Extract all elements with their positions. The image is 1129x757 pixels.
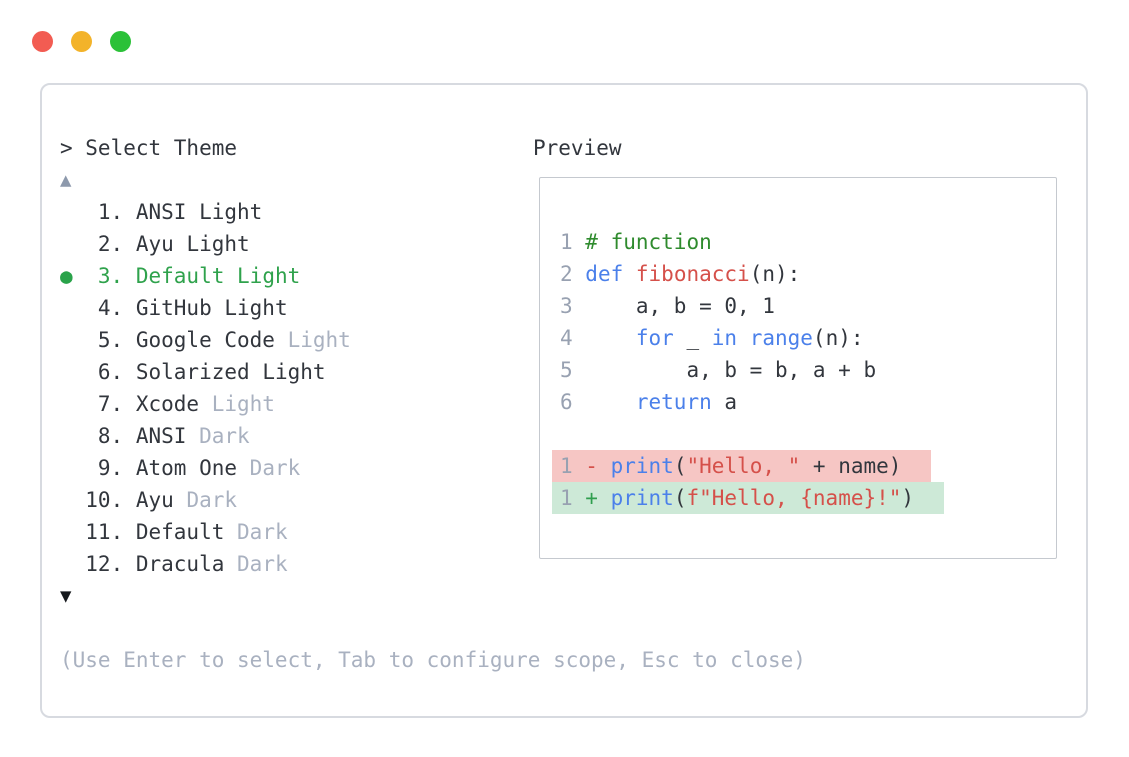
scroll-up-icon[interactable]: ▲	[60, 169, 72, 191]
window-controls	[32, 31, 131, 52]
scroll-down-icon[interactable]: ▼	[60, 585, 72, 607]
theme-list-item[interactable]: 6. Solarized Light	[97, 360, 326, 384]
code-line: 1 # function	[560, 230, 712, 254]
code-line: 3 a, b = 0, 1	[560, 294, 775, 318]
selected-bullet-icon: ●	[60, 264, 73, 288]
theme-list-item[interactable]: 11. Default Dark	[85, 520, 288, 544]
code-line: 6 return a	[560, 390, 738, 414]
code-blank-line	[560, 418, 1056, 450]
theme-list-item[interactable]: 8. ANSI Dark	[97, 424, 250, 448]
code-line: 5 a, b = b, a + b	[560, 358, 877, 382]
preview-title: Preview	[533, 136, 622, 160]
theme-list-item[interactable]: 4. GitHub Light	[97, 296, 288, 320]
code-lines: 1 # function 2 def fibonacci(n): 3 a, b = …	[560, 226, 1056, 418]
code-line: 2 def fibonacci(n):	[560, 262, 801, 286]
minimize-button-icon[interactable]	[71, 31, 92, 52]
theme-list-item[interactable]: 5. Google Code Light	[97, 328, 351, 352]
theme-list-item[interactable]: 9. Atom One Dark	[97, 456, 301, 480]
spacer-row	[60, 612, 1068, 644]
theme-list-item[interactable]: ●3. Default Light	[60, 260, 533, 292]
theme-list-item[interactable]: 10. Ayu Dark	[85, 488, 238, 512]
theme-selector-panel: > Select Theme ▲ 1. ANSI Light 2. Ayu Lig…	[40, 83, 1088, 718]
preview-box: 1 # function 2 def fibonacci(n): 3 a, b = …	[539, 177, 1057, 559]
preview-column: Preview 1 # function 2 def fibonacci(n): 3…	[533, 132, 1068, 612]
theme-list-column: > Select Theme ▲ 1. ANSI Light 2. Ayu Lig…	[60, 132, 533, 612]
code-line: 4 for _ in range(n):	[560, 326, 864, 350]
theme-list-item[interactable]: 7. Xcode Light	[97, 392, 275, 416]
select-theme-prompt: > Select Theme	[60, 136, 238, 160]
theme-list: 1. ANSI Light 2. Ayu Light ●3. Default Lig…	[60, 196, 533, 580]
theme-list-item[interactable]: 12. Dracula Dark	[85, 552, 288, 576]
theme-list-item[interactable]: 2. Ayu Light	[97, 232, 250, 256]
theme-list-item[interactable]: 1. ANSI Light	[97, 200, 263, 224]
footer-hint: (Use Enter to select, Tab to configure s…	[60, 648, 806, 672]
close-button-icon[interactable]	[32, 31, 53, 52]
diff-line-added: 1 + print(f"Hello, {name}!")	[552, 482, 1056, 514]
diff-lines: 1 - print("Hello, " + name)1 + print(f"H…	[552, 450, 1056, 514]
diff-line-removed: 1 - print("Hello, " + name)	[552, 450, 1056, 482]
zoom-button-icon[interactable]	[110, 31, 131, 52]
